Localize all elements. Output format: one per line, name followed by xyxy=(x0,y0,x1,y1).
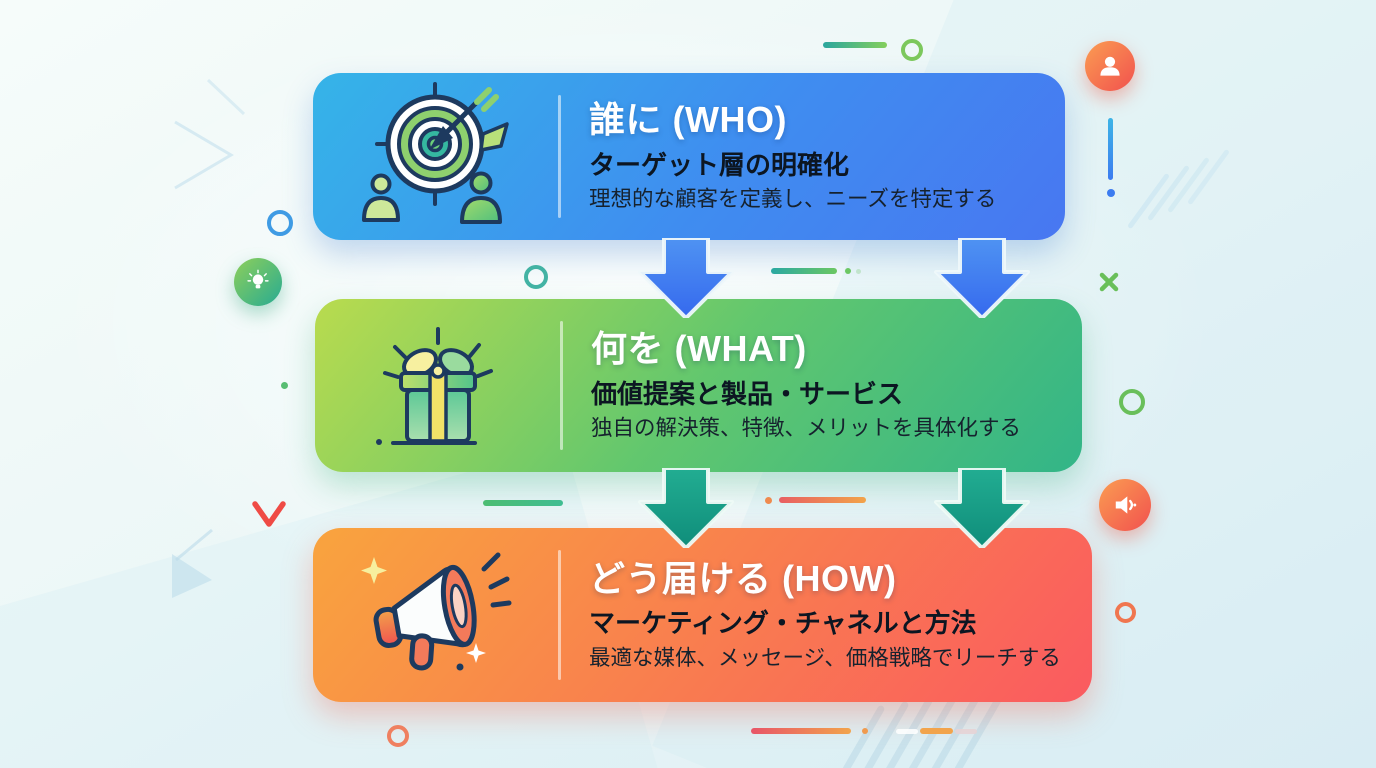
dot-decoration xyxy=(281,382,288,389)
megaphone-icon xyxy=(360,552,511,670)
target-audience-icon xyxy=(361,81,509,224)
user-badge-icon xyxy=(1085,41,1135,91)
arrow-what-to-how-left xyxy=(638,468,734,548)
ring-decoration xyxy=(267,210,293,236)
card-what-title: 何を (WHAT) xyxy=(591,328,807,370)
lightbulb-badge-icon xyxy=(234,258,282,306)
accent-line xyxy=(920,728,953,734)
card-who-description: 理想的な顧客を定義し、ニーズを特定する xyxy=(589,187,997,212)
speaker-badge-icon xyxy=(1099,479,1151,531)
accent-line xyxy=(896,729,918,734)
card-divider xyxy=(558,95,561,218)
card-who-subtitle: ターゲット層の明確化 xyxy=(589,149,850,180)
card-how-subtitle: マーケティング・チャネルと方法 xyxy=(589,608,977,639)
card-who-icon-zone xyxy=(313,81,558,232)
card-how: どう届ける (HOW) マーケティング・チャネルと方法 最適な媒体、メッセージ、… xyxy=(313,528,1092,702)
gift-box-icon xyxy=(375,326,493,445)
triangle-decoration xyxy=(172,528,213,598)
ring-decoration xyxy=(1115,602,1136,623)
card-how-description: 最適な媒体、メッセージ、価格戦略でリーチする xyxy=(589,645,1061,670)
card-what: 何を (WHAT) 価値提案と製品・サービス 独自の解決策、特徴、メリットを具体… xyxy=(315,299,1082,472)
dot-decoration xyxy=(862,728,868,734)
x-mark-decoration xyxy=(1099,272,1119,292)
accent-line xyxy=(751,728,851,734)
card-who-title: 誰に (WHO) xyxy=(589,99,787,141)
arrow-who-to-what-right xyxy=(934,238,1030,318)
card-divider xyxy=(558,550,561,680)
card-how-icon-zone xyxy=(313,543,558,688)
ring-decoration xyxy=(524,265,548,289)
card-who: 誰に (WHO) ターゲット層の明確化 理想的な顧客を定義し、ニーズを特定する xyxy=(313,73,1065,240)
card-how-title: どう届ける (HOW) xyxy=(589,557,897,599)
card-divider xyxy=(560,321,563,450)
card-what-icon-zone xyxy=(315,311,560,461)
card-what-subtitle: 価値提案と製品・サービス xyxy=(591,378,904,409)
dot-decoration xyxy=(856,269,861,274)
accent-line xyxy=(955,729,977,734)
ring-decoration xyxy=(1119,389,1145,415)
accent-line-vertical xyxy=(1108,118,1113,180)
card-what-description: 独自の解決策、特徴、メリットを具体化する xyxy=(591,416,1022,441)
accent-line xyxy=(779,497,866,503)
chevron-decoration xyxy=(174,78,246,190)
down-arrow-decoration xyxy=(252,425,286,527)
arrow-who-to-what-left xyxy=(638,238,734,318)
ring-decoration xyxy=(901,39,923,61)
dot-decoration xyxy=(845,268,851,274)
dot-decoration xyxy=(765,497,772,504)
arrow-what-to-how-right xyxy=(934,468,1030,548)
ring-decoration xyxy=(387,725,409,747)
accent-line xyxy=(483,500,563,506)
accent-line xyxy=(771,268,837,274)
dot-decoration xyxy=(1107,189,1115,197)
accent-line xyxy=(823,42,887,48)
